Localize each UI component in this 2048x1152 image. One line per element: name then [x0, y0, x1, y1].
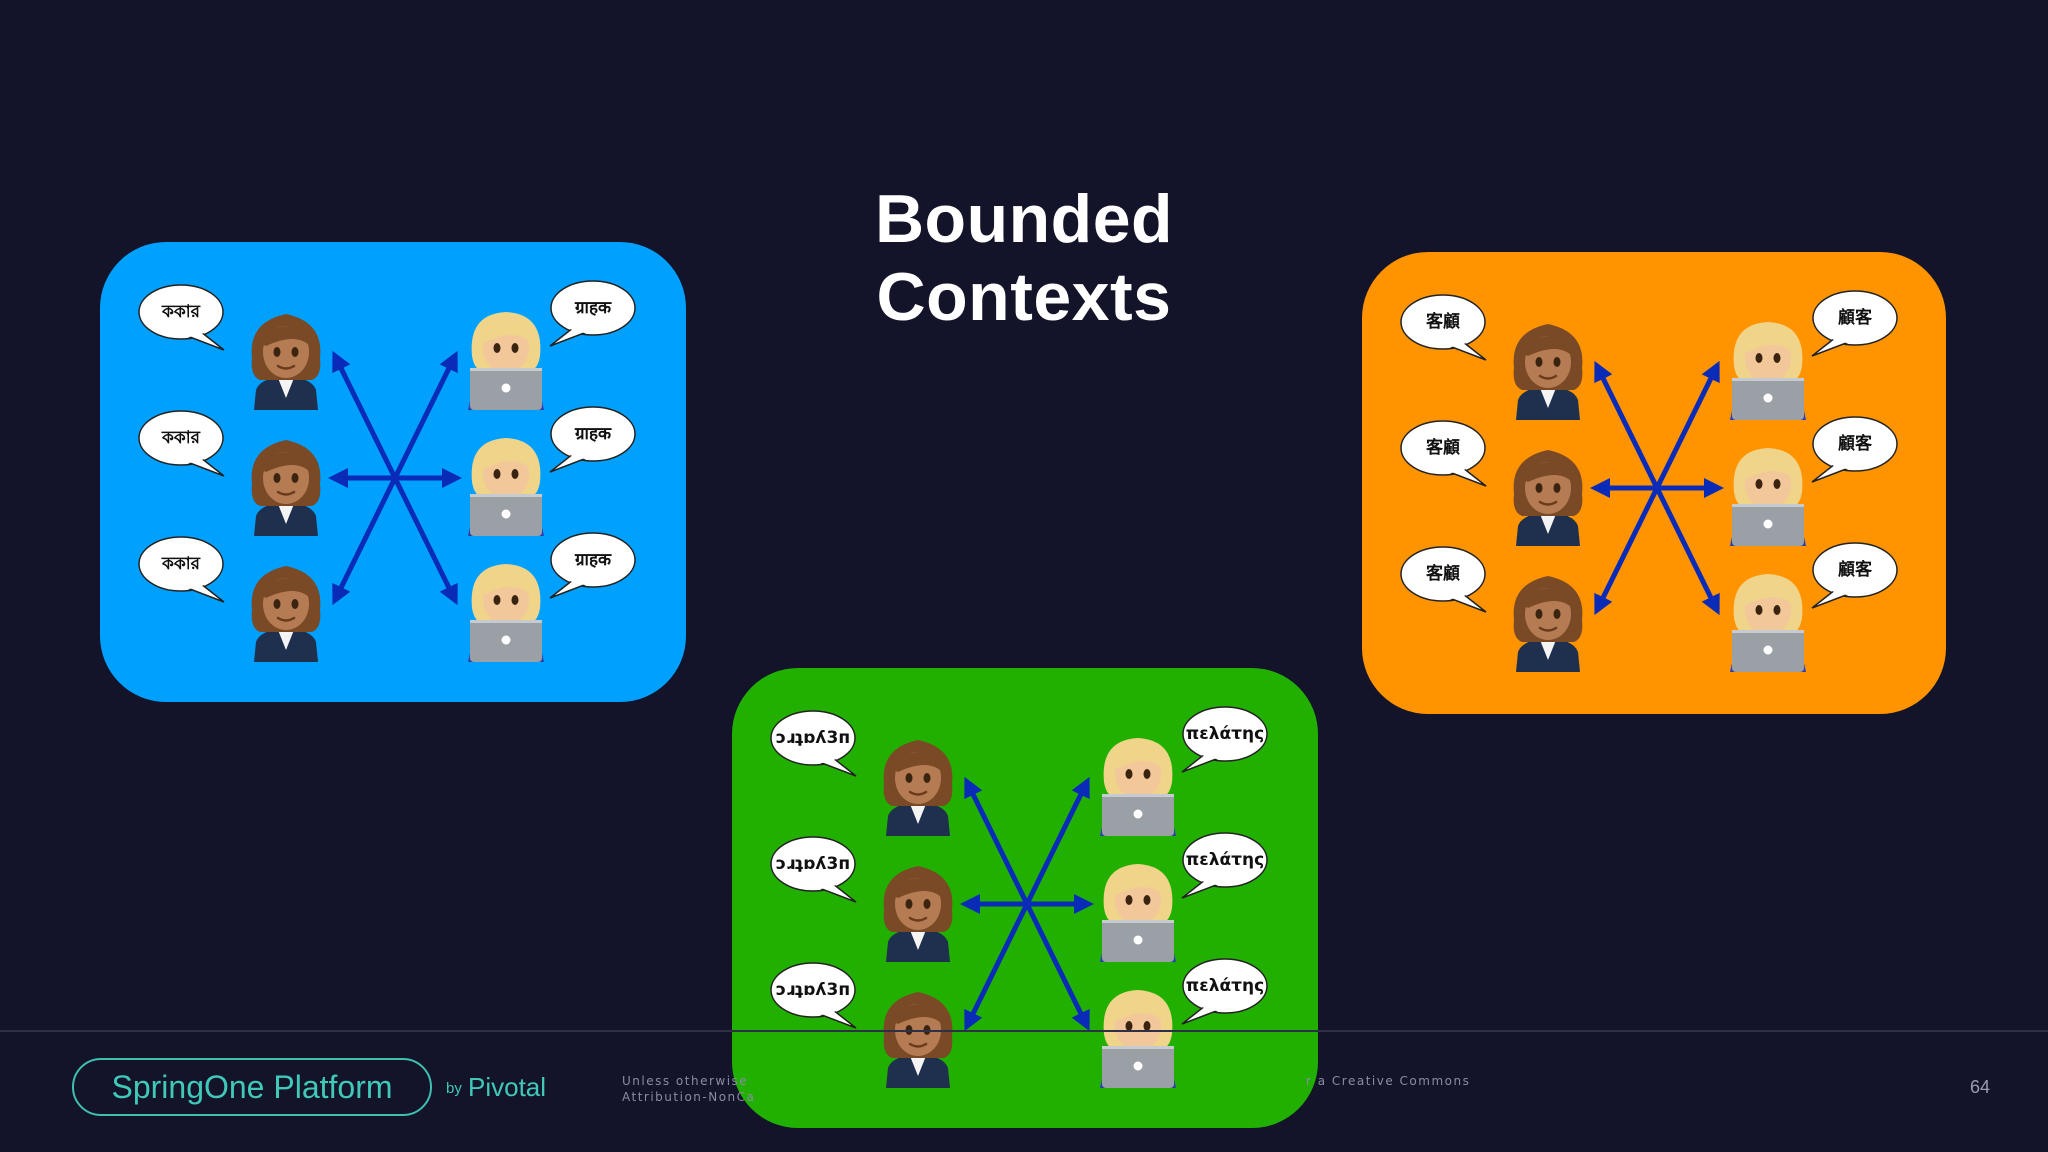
speech-word-right: πελάτης: [1185, 724, 1265, 744]
speech-bubble-icon: πελάτης: [1181, 706, 1268, 773]
speech-bubble-icon: 顧客: [1811, 542, 1898, 609]
speech-bubble-icon: ग्राहक: [549, 406, 636, 473]
speech-bubble-icon: ককার: [138, 284, 225, 351]
woman-technologist-icon: [1726, 316, 1810, 420]
springone-logo: SpringOne Platform: [72, 1058, 432, 1116]
speech-word-right: πελάτης: [1185, 850, 1265, 870]
speech-word-left: ককার: [161, 302, 201, 322]
woman-office-worker-icon: [244, 432, 328, 536]
woman-office-worker-icon: [876, 984, 960, 1088]
speech-word-left: ককার: [161, 428, 201, 448]
license-text-left-2: Attribution-NonCa: [622, 1090, 756, 1104]
woman-technologist-icon: [1096, 858, 1180, 962]
speech-bubble-icon: 顧客: [1811, 416, 1898, 483]
woman-office-worker-icon: [1506, 568, 1590, 672]
woman-office-worker-icon: [244, 306, 328, 410]
speech-word-right: ग्राहक: [574, 424, 612, 444]
speech-bubble-icon: ɔɹʇɒʎ3п: [770, 710, 857, 777]
woman-technologist-icon: [1096, 732, 1180, 836]
title-line-2: Contexts: [876, 259, 1172, 335]
speech-bubble-icon: ग्राहक: [549, 280, 636, 347]
speech-bubble-icon: πελάτης: [1181, 832, 1268, 899]
bounded-context-blue: ককার ग्राहक ককার ग्राहक ককার ग्राहक: [100, 242, 686, 702]
woman-technologist-icon: [1726, 568, 1810, 672]
speech-word-right: 顧客: [1838, 434, 1872, 454]
speech-word-left: ককার: [161, 554, 201, 574]
title-line-1: Bounded: [874, 181, 1174, 257]
speech-bubble-icon: ককার: [138, 536, 225, 603]
speech-bubble-icon: ককার: [138, 410, 225, 477]
footer-divider: [0, 1030, 2048, 1032]
speech-bubble-icon: ɔɹʇɒʎ3п: [770, 836, 857, 903]
speech-bubble-icon: 客顧: [1400, 420, 1487, 487]
woman-technologist-icon: [464, 558, 548, 662]
speech-word-left: 客顧: [1426, 312, 1460, 332]
bounded-context-green: ɔɹʇɒʎ3п πελάτης ɔɹʇɒʎ3п πελάτης ɔɹʇɒʎ3п πελάτ…: [732, 668, 1318, 1128]
speech-word-left: ɔɹʇɒʎ3п: [775, 854, 851, 874]
woman-office-worker-icon: [1506, 442, 1590, 546]
speech-bubble-icon: πελάτης: [1181, 958, 1268, 1025]
bounded-context-orange: 客顧顧客客顧顧客客顧顧客: [1362, 252, 1946, 714]
pivotal-logo: Pivotal: [468, 1072, 547, 1102]
speech-word-right: πελάτης: [1185, 976, 1265, 996]
license-text-left-1: Unless otherwise: [622, 1074, 749, 1088]
license-text-right: r a Creative Commons: [1306, 1074, 1471, 1088]
woman-office-worker-icon: [1506, 316, 1590, 420]
woman-office-worker-icon: [244, 558, 328, 662]
woman-office-worker-icon: [876, 732, 960, 836]
by-label: by: [446, 1080, 462, 1097]
speech-bubble-icon: ग्राहक: [549, 532, 636, 599]
speech-word-right: 顧客: [1838, 560, 1872, 580]
speech-bubble-icon: 客顧: [1400, 294, 1487, 361]
speech-bubble-icon: ɔɹʇɒʎ3п: [770, 962, 857, 1029]
speech-word-left: ɔɹʇɒʎ3п: [775, 980, 851, 1000]
speech-word-right: 顧客: [1838, 308, 1872, 328]
woman-technologist-icon: [1096, 984, 1180, 1088]
speech-bubble-icon: 顧客: [1811, 290, 1898, 357]
woman-technologist-icon: [1726, 442, 1810, 546]
woman-technologist-icon: [464, 432, 548, 536]
speech-word-left: 客顧: [1426, 564, 1460, 584]
speech-word-right: ग्राहक: [574, 550, 612, 570]
page-number: 64: [1970, 1077, 1991, 1097]
speech-word-left: ɔɹʇɒʎ3п: [775, 728, 851, 748]
speech-word-left: 客顧: [1426, 438, 1460, 458]
woman-office-worker-icon: [876, 858, 960, 962]
woman-technologist-icon: [464, 306, 548, 410]
speech-word-right: ग्राहक: [574, 298, 612, 318]
speech-bubble-icon: 客顧: [1400, 546, 1487, 613]
slide-title: Bounded Contexts: [824, 180, 1224, 336]
